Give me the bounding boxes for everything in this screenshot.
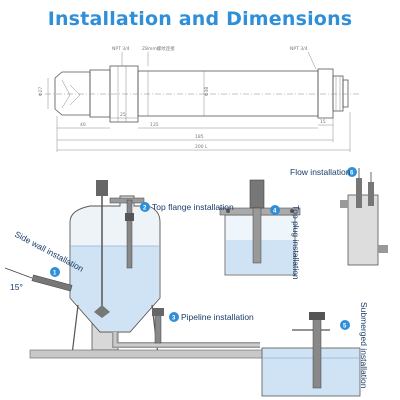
dim-25: 25 (120, 112, 126, 118)
badge-6-number: 6 (350, 171, 354, 177)
badge-6 (347, 167, 357, 177)
badge-4 (270, 205, 280, 215)
label-top-plug: Top plug installation (291, 205, 301, 280)
badge-3 (169, 312, 179, 322)
dim-135: 135 (150, 122, 159, 128)
badge-4-number: 4 (273, 209, 277, 215)
label-flow: Flow installation (290, 167, 351, 177)
dim-npt-left: NPT 3/4 (112, 46, 130, 52)
page-title: Installation and Dimensions (47, 8, 353, 30)
dim-npt-right: NPT 3/4 (290, 46, 308, 52)
label-top-flange: Top flange installation (152, 202, 234, 212)
dim-185: 185 (195, 134, 204, 140)
angle-label: 15° (10, 282, 23, 292)
dim-gland: Z8mm螺纹连接 (142, 45, 175, 52)
tank-illustration (4, 180, 281, 359)
label-submerged: Submerged installation (359, 302, 369, 389)
badge-1 (50, 267, 60, 277)
badge-5-number: 5 (343, 324, 347, 330)
badge-2-number: 2 (143, 206, 147, 212)
top-plug-illustration (219, 179, 301, 276)
badge-2 (140, 202, 150, 212)
label-pipeline: Pipeline installation (181, 312, 254, 322)
dim-diameter-mid: Φ38 (204, 87, 210, 96)
submerged-illustration (261, 312, 361, 397)
sensor-dimension-drawing: NPT 3/4 Z8mm螺纹连接 NPT 3/4 Φ27 Φ38 40 25 1… (38, 45, 360, 152)
badge-1-number: 1 (53, 271, 57, 277)
dim-200: 200 L (195, 144, 208, 150)
badge-3-number: 3 (172, 316, 176, 322)
badge-5 (340, 320, 350, 330)
flow-cell-illustration (340, 168, 388, 266)
dim-15: 15 (320, 119, 326, 125)
dim-diameter-left: Φ27 (38, 87, 44, 96)
dim-40: 40 (80, 122, 86, 128)
